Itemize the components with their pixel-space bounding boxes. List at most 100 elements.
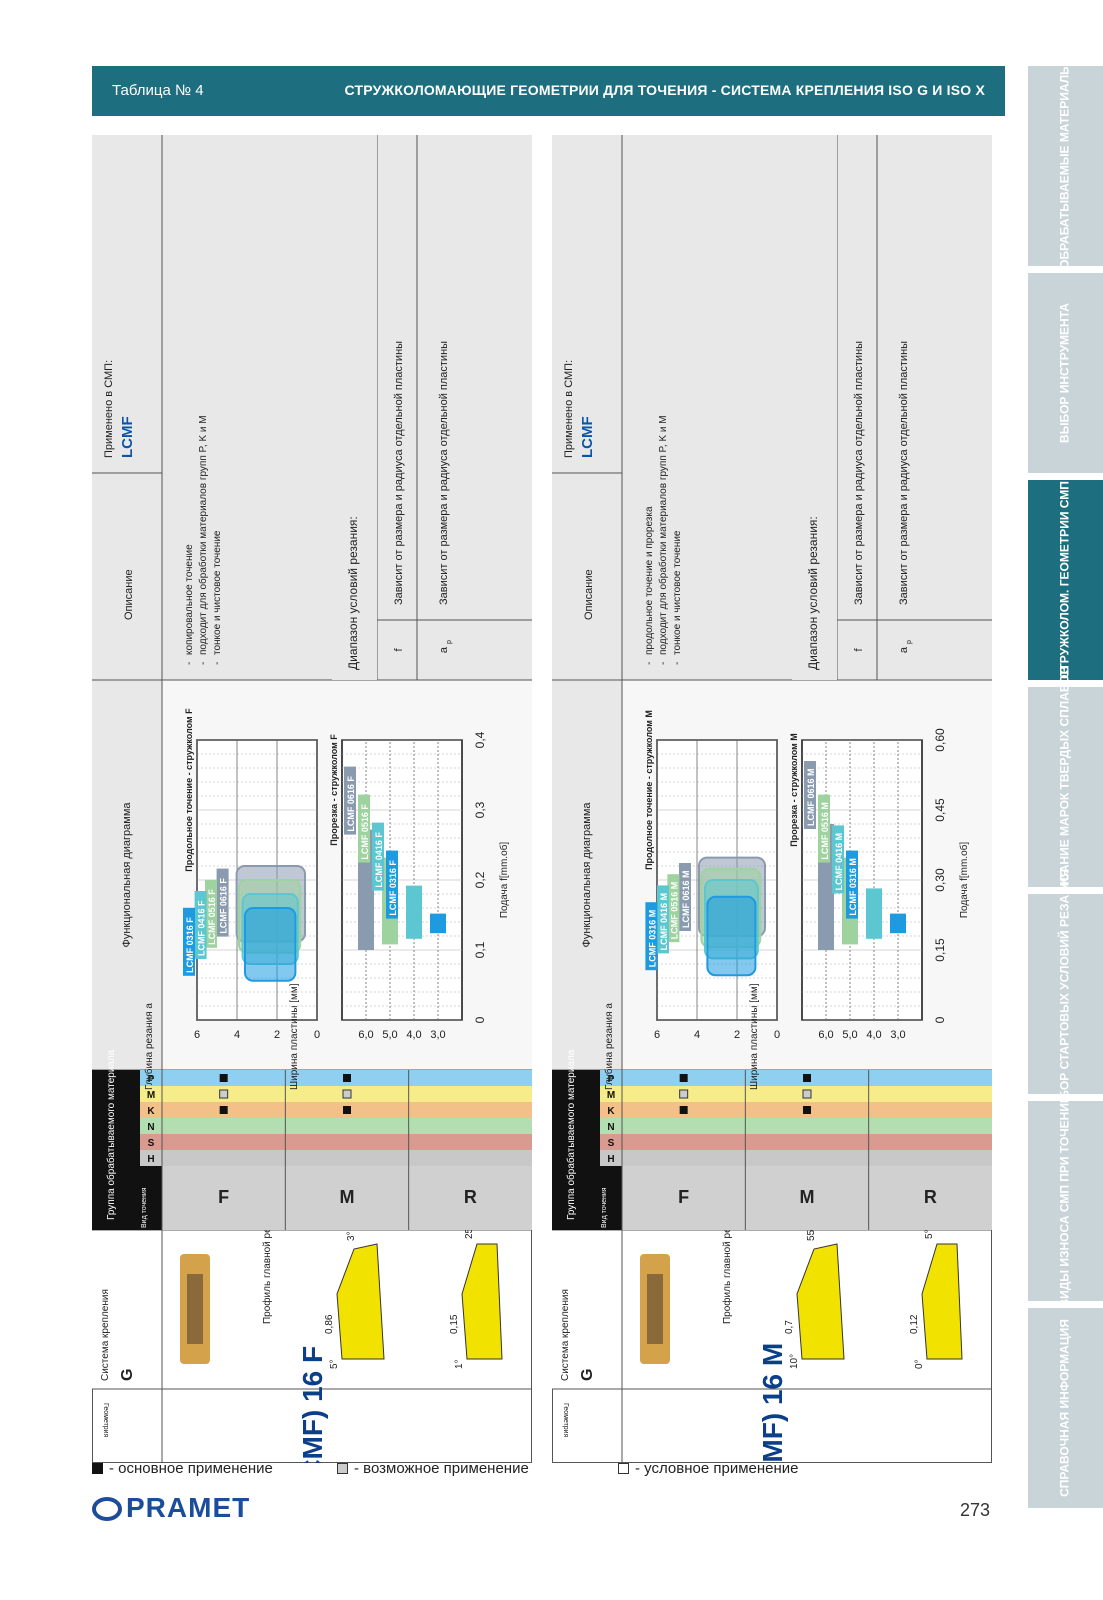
dim-d2: 0,12 <box>909 1314 920 1334</box>
turning-cell-R <box>408 1166 532 1230</box>
applied-value: LCMF <box>119 416 136 458</box>
material-strip-N <box>622 1118 992 1134</box>
side-tabs: ОБРАБАТЫВАЕМЫЕ МАТЕРИАЛЫ ВЫБОР ИНСТРУМЕН… <box>1028 63 1103 1600</box>
depth-tick: 6 <box>654 1029 660 1041</box>
depth-tick: 4 <box>694 1029 700 1041</box>
insert-tag2-label: LCMF 0516 M <box>820 802 830 860</box>
width-bar-2 <box>866 888 882 939</box>
f-symbol: f <box>393 648 405 652</box>
geometry-label: Геометрия <box>102 1403 109 1438</box>
turning-label: Вид точения <box>601 1187 608 1228</box>
insert-tag-1 <box>667 874 680 943</box>
insert-tag-label: LCMF 0316 M <box>647 910 657 968</box>
mark-M-P <box>343 1074 351 1082</box>
material-strip-N <box>162 1118 532 1134</box>
dim-d1: 0,86 <box>324 1314 335 1334</box>
angle-a1: 3° <box>346 1231 357 1241</box>
insert-tag2-label: LCMF 0316 M <box>848 858 858 916</box>
feed-tick: 0,60 <box>933 728 947 752</box>
feed-tick: 0,15 <box>933 938 947 962</box>
material-letter-cell-M <box>140 1086 162 1102</box>
mark-F-P <box>219 1074 228 1082</box>
bullet: - <box>184 662 195 665</box>
material-letter-cell-P <box>140 1070 162 1086</box>
material-letter-cell-N <box>600 1118 622 1134</box>
tab-materials[interactable]: ОБРАБАТЫВАЕМЫЕ МАТЕРИАЛЫ <box>1028 63 1103 269</box>
clamp-label: Система крепления <box>560 1289 571 1381</box>
material-letter-S: S <box>608 1138 615 1149</box>
insert-range-3 <box>244 906 297 982</box>
material-letter-M: M <box>147 1090 155 1101</box>
legend-main: - основное применение <box>92 1460 273 1477</box>
width-tick: 6,0 <box>358 1029 373 1041</box>
insert-tag2-label: LCMF 0616 F <box>346 776 356 832</box>
feed-tick: 0,4 <box>473 731 487 748</box>
tab-tool-selection[interactable]: ВЫБОР ИНСТРУМЕНТА <box>1028 273 1103 473</box>
insert-tag2-label: LCMF 0416 F <box>374 832 384 888</box>
clamp-label: Система крепления <box>100 1289 111 1381</box>
material-letter-cell-S <box>600 1134 622 1150</box>
tab-cutting-conditions[interactable]: ВЫБОР СТАРТОВЫХ УСЛОВИЙ РЕЗАНИЯ <box>1028 869 1103 1119</box>
bullet: - <box>672 662 683 665</box>
insert-tag2-3 <box>846 850 858 919</box>
depth-tick: 4 <box>234 1029 240 1041</box>
range-label: Диапазон условий резания: <box>346 516 360 670</box>
insert-tag2-1 <box>358 794 370 863</box>
range-header <box>792 135 837 680</box>
mark-F-M <box>679 1089 689 1099</box>
pramet-logo-icon <box>92 1497 122 1521</box>
conditional-square-icon <box>618 1463 629 1474</box>
width-bar-3 <box>430 913 446 934</box>
diagram-label: Функциональная диаграмма <box>121 802 133 948</box>
material-letter-cell-N <box>140 1118 162 1134</box>
material-letter-N: N <box>147 1122 154 1133</box>
insert-tag2-1 <box>818 794 830 863</box>
feed-tick: 0,45 <box>933 798 947 822</box>
mark-M-K <box>803 1106 811 1114</box>
chart2-title: Прорезка - стружколом M <box>789 733 799 847</box>
table-title: СТРУЖКОЛОМАЮЩИЕ ГЕОМЕТРИИ ДЛЯ ТОЧЕНИЯ - … <box>344 82 985 98</box>
insert-tag-label: LCMF 0516 F <box>207 889 217 945</box>
insert-tag-2 <box>657 885 669 954</box>
desc-item-1: подходит для обработки материалов групп … <box>657 415 669 655</box>
ap-sub: p <box>906 640 913 644</box>
insert-tag-2 <box>194 891 207 959</box>
group-label: Группа обрабатываемого материала <box>565 1049 577 1220</box>
ap-text: Зависит от размера и радиуса отдельной п… <box>898 341 910 605</box>
tab-reference[interactable]: СПРАВОЧНАЯ ИНФОРМАЦИЯ <box>1028 1308 1103 1508</box>
profile-shape-2 <box>461 1243 503 1360</box>
applied-label: Применено в СМП: <box>103 360 115 458</box>
feed-axis-label: Подача f[mm.об] <box>958 842 970 919</box>
width-tick: 3,0 <box>430 1029 445 1041</box>
insert-tag-label: LCMF 0516 M <box>669 882 679 940</box>
depth-tick: 6 <box>194 1029 200 1041</box>
ap-sub: p <box>446 640 453 644</box>
insert-range-3 <box>706 895 757 977</box>
geometry-name: (LCMF) 16 F <box>297 1346 328 1463</box>
turning-cell-M <box>285 1166 409 1230</box>
desc-label: Описание <box>583 569 595 620</box>
material-letter-cell-H <box>140 1150 162 1166</box>
feed-axis-label: Подача f[mm.об] <box>498 842 510 919</box>
material-strip-S <box>622 1134 992 1150</box>
main-square-icon <box>92 1463 103 1474</box>
insert-tag-label: LCMF 0416 F <box>197 900 207 956</box>
tab-chipbreakers[interactable]: СТРУЖКОЛОМ. ГЕОМЕТРИИ СМП <box>1028 480 1103 680</box>
depth-tick: 2 <box>274 1029 280 1041</box>
width-axis-label: Ширина пластины [мм] <box>749 983 760 1090</box>
material-letter-cell-M <box>600 1086 622 1102</box>
applied-label: Применено в СМП: <box>563 360 575 458</box>
material-strip-H <box>162 1150 532 1166</box>
applied-value: LCMF <box>579 416 596 458</box>
bullet: - <box>212 662 223 665</box>
tab-grades[interactable]: ОПИСАНИЕ МАРОК ТВЕРДЫХ СПЛАВОВ <box>1028 666 1103 908</box>
insert-tag2-2 <box>832 825 844 894</box>
dim-d1: 0,7 <box>784 1320 795 1334</box>
f-text: Зависит от размера и радиуса отдельной п… <box>853 341 865 605</box>
brand-logo: PRAMET <box>92 1492 250 1524</box>
ap-text: Зависит от размера и радиуса отдельной п… <box>438 341 450 605</box>
clamp-value: G <box>579 1369 596 1381</box>
angle-a2: 10° <box>789 1354 800 1369</box>
tab-wear-types[interactable]: ВИДЫ ИЗНОСА СМП ПРИ ТОЧЕНИИ <box>1028 1094 1103 1308</box>
